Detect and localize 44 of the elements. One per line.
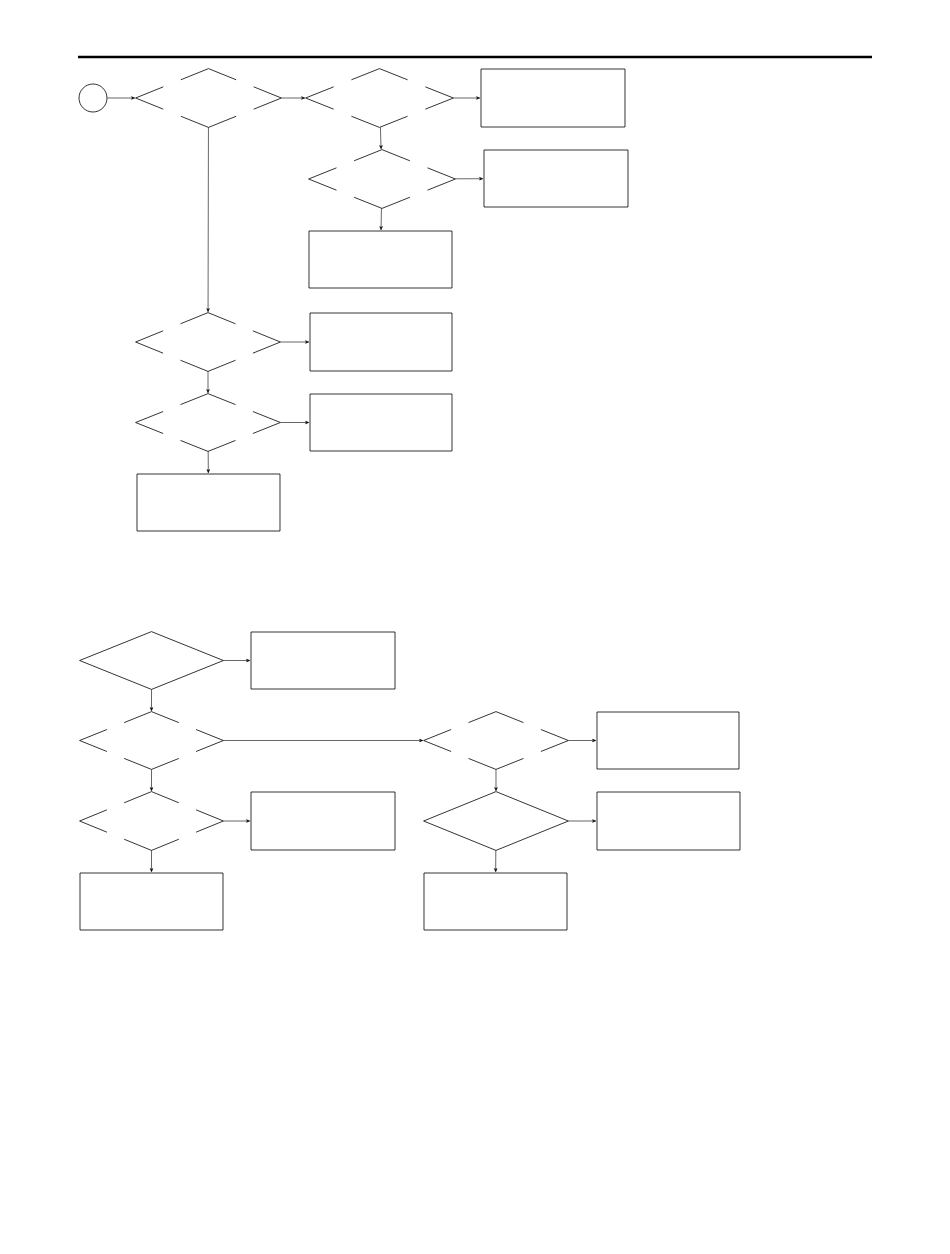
decision-diamond xyxy=(79,711,224,770)
arrow xyxy=(280,340,310,344)
decision-diamond xyxy=(305,68,454,128)
arrow xyxy=(455,177,484,181)
arrow xyxy=(568,738,597,743)
decision-diamond xyxy=(423,791,569,851)
process-box xyxy=(250,631,396,690)
process-box xyxy=(79,872,224,931)
arrow xyxy=(379,127,383,150)
arrow xyxy=(206,451,210,474)
arrow xyxy=(453,96,481,100)
process-box xyxy=(250,791,396,851)
process-box xyxy=(596,791,741,851)
arrow xyxy=(494,850,498,873)
arrow xyxy=(149,850,154,873)
decision-diamond xyxy=(423,711,569,770)
arrow xyxy=(107,96,136,100)
arrow xyxy=(149,689,154,712)
decision-diamond xyxy=(135,393,281,452)
arrow xyxy=(223,819,251,823)
arrow xyxy=(206,371,210,394)
arrow xyxy=(223,738,424,743)
start-circle xyxy=(78,83,108,113)
arrow xyxy=(281,96,306,100)
arrow xyxy=(494,769,498,792)
process-box xyxy=(309,312,453,372)
process-box xyxy=(309,393,453,452)
decision-diamond xyxy=(79,791,224,851)
decision-diamond xyxy=(135,68,282,128)
decision-diamond xyxy=(79,631,224,690)
process-box xyxy=(136,473,281,532)
arrow xyxy=(379,208,383,231)
process-box xyxy=(480,68,626,128)
process-box xyxy=(308,230,453,289)
arrow xyxy=(149,769,154,792)
process-box xyxy=(596,711,740,770)
decision-diamond xyxy=(308,149,456,209)
arrow xyxy=(568,819,597,823)
decision-diamond xyxy=(135,312,281,372)
process-box xyxy=(423,872,568,931)
arrow xyxy=(280,420,310,425)
arrow xyxy=(206,127,210,313)
process-box xyxy=(483,149,629,208)
arrow xyxy=(223,658,251,663)
